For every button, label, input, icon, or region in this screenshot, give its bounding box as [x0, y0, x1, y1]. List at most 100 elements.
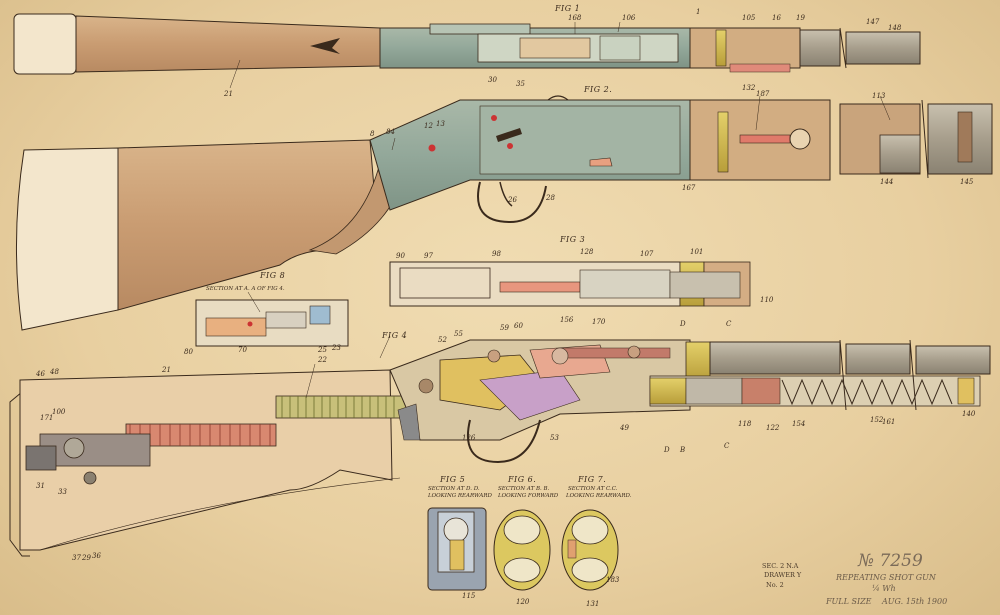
section-mark-c-bottom: C [724, 442, 730, 450]
figure-1-top-view [13, 13, 921, 75]
part-number: 48 [49, 368, 59, 376]
section-mark-b-bottom: B [679, 446, 685, 454]
part-number: 84 [386, 128, 395, 136]
part-number: 152 [870, 416, 884, 424]
part-number: 122 [766, 424, 780, 432]
drawing-name: REPEATING SHOT GUN [835, 573, 937, 582]
part-number: 187 [756, 90, 770, 98]
part-number: 90 [396, 252, 405, 260]
section-mark-c-top: C [726, 320, 732, 328]
part-number: 145 [960, 178, 974, 186]
part-number: 148 [888, 24, 902, 32]
part-number: 36 [92, 552, 101, 560]
part-number: 100 [52, 408, 66, 416]
part-number: 55 [454, 330, 463, 338]
part-number: 167 [682, 184, 696, 192]
archive-stamp: SEC. 2 N.A DRAWER Y No. 2 [762, 562, 802, 589]
fig7-title: FIG 7. [577, 475, 606, 484]
part-number: 16 [772, 14, 781, 22]
part-number: 131 [586, 600, 599, 608]
fig2-title: FIG 2. [583, 85, 612, 94]
part-number: 106 [622, 14, 636, 22]
part-number: 147 [866, 18, 880, 26]
fig6-title: FIG 6. [507, 475, 536, 484]
fig4-title: FIG 4 [381, 331, 407, 340]
part-number: 25 [317, 346, 327, 354]
fig5-caption-line1: SECTION AT D. D. [428, 486, 480, 492]
part-number: 101 [690, 248, 703, 256]
part-number: 107 [640, 250, 654, 258]
figure-2-side-view [15, 95, 993, 331]
part-number: 168 [568, 14, 582, 22]
part-numbers: 21 168 106 1 105 16 19 147 148 30 35 8 8… [35, 8, 976, 608]
part-number: 170 [592, 318, 606, 326]
figure-7-section [561, 509, 619, 591]
part-number: 8 [370, 130, 375, 138]
fig6-caption-line2: LOOKING FORWARD [497, 493, 559, 499]
part-number: 110 [760, 296, 774, 304]
part-number: 26 [507, 196, 517, 204]
part-number: 161 [882, 418, 895, 426]
part-number: 13 [436, 120, 445, 128]
part-number: 23 [331, 344, 341, 352]
fig4-barrel [709, 341, 841, 375]
part-number: 140 [962, 410, 976, 418]
figure-8-section [195, 299, 349, 347]
fig7-caption-line2: LOOKING REARWARD. [565, 493, 632, 499]
figure-5-section [427, 507, 487, 591]
stamp-line-3: No. 2 [766, 581, 784, 589]
fig3-title: FIG 3 [559, 235, 585, 244]
part-number: 60 [514, 322, 523, 330]
part-number: 1 [696, 8, 700, 16]
part-number: 21 [161, 366, 171, 374]
part-number: 113 [872, 92, 886, 100]
part-number: 33 [58, 488, 67, 496]
part-number: 19 [796, 14, 805, 22]
fig6-caption-line1: SECTION AT B. B. [498, 486, 550, 492]
figure-3-bolt-assembly [389, 261, 751, 307]
part-number: 29 [81, 554, 91, 562]
part-number: 156 [560, 316, 574, 324]
part-number: 35 [516, 80, 525, 88]
drawing-number: № 7259 [857, 551, 923, 571]
drawing-scale: FULL SIZE [825, 597, 872, 606]
figure-4-sectional-view [9, 339, 991, 557]
part-number: 30 [488, 76, 497, 84]
part-number: 53 [550, 434, 559, 442]
fig2-trigger-guard [477, 181, 547, 224]
fig1-butt-plate [13, 13, 77, 75]
stamp-line-1: SEC. 2 N.A [762, 562, 799, 570]
fig2-stock [117, 139, 376, 311]
fig8-title: FIG 8 [259, 271, 285, 280]
drawing-sub: ¼ Wh [872, 584, 896, 593]
part-number: 98 [492, 250, 501, 258]
fig7-caption-line1: SECTION AT C.C. [568, 486, 618, 492]
part-number: 132 [742, 84, 756, 92]
fig5-caption-line2: LOOKING REARWARD [427, 493, 493, 499]
part-number: 115 [462, 592, 476, 600]
title-block: № 7259 REPEATING SHOT GUN ¼ Wh FULL SIZE… [825, 551, 947, 606]
part-number: 37 [72, 554, 81, 562]
fig4-trigger-guard [466, 419, 541, 464]
part-number: 52 [438, 336, 447, 344]
part-number: 120 [516, 598, 530, 606]
drawing-date: AUG. 15th 1900 [881, 597, 947, 606]
part-number: 154 [792, 420, 805, 428]
section-mark-d-top: D [679, 320, 686, 328]
part-number: 31 [36, 482, 45, 490]
part-number: 97 [424, 252, 433, 260]
part-number: 12 [424, 122, 433, 130]
part-number: 22 [317, 356, 327, 364]
fig4-magazine-spring [781, 378, 953, 406]
leader-lines [229, 21, 891, 399]
part-number: 128 [580, 248, 594, 256]
section-mark-d-bottom: D [663, 446, 670, 454]
stamp-line-2: DRAWER Y [764, 571, 802, 579]
fig5-title: FIG 5 [439, 475, 465, 484]
fig2-butt-plate [15, 147, 119, 331]
figure-6-section [493, 509, 551, 591]
part-number: 183 [606, 576, 620, 584]
part-number: 144 [880, 178, 893, 186]
